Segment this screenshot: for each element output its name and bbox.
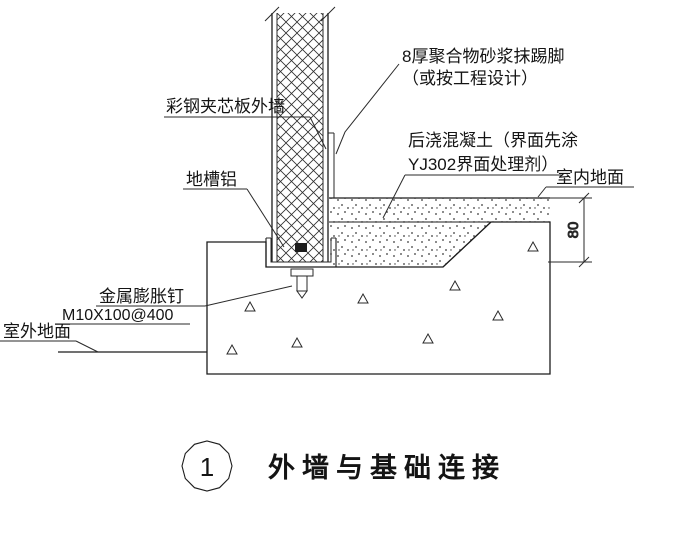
annotation-labels: 8厚聚合物砂浆抹踢脚 （或按工程设计） 彩钢夹芯板外墙 后浇混凝土（界面先涂 Y… xyxy=(3,47,624,341)
dimension-80: 80 xyxy=(548,192,592,268)
dim-tick-top xyxy=(578,192,590,204)
label-postcast-line2: YJ302界面处理剂） xyxy=(408,155,558,174)
leader-channel xyxy=(246,188,285,248)
skirting-layer xyxy=(328,132,335,198)
dim-tick-bottom xyxy=(578,256,590,268)
dim-value-label: 80 xyxy=(565,222,582,239)
aggregate-symbols xyxy=(226,240,539,355)
detail-title: 外墙与基础连接 xyxy=(268,452,506,483)
label-indoor-floor: 室内地面 xyxy=(556,168,624,187)
wall-break-tick-right xyxy=(320,6,336,22)
bolt-washer xyxy=(290,268,314,277)
label-anchor-line2: M10X100@400 xyxy=(62,307,174,324)
bolt-shaft xyxy=(296,275,308,292)
wall-break-tick-left xyxy=(264,6,280,22)
detail-title-block: 1 外墙与基础连接 xyxy=(181,440,506,492)
label-outdoor-floor: 室外地面 xyxy=(3,322,71,341)
detail-number: 1 xyxy=(200,452,214,482)
indoor-floor-slab xyxy=(329,197,550,223)
detail-bubble xyxy=(181,440,233,492)
leader-wall xyxy=(309,116,327,150)
post-cast-fill xyxy=(329,222,491,267)
label-floor-channel: 地槽铝 xyxy=(186,170,237,189)
leader-skirting xyxy=(335,63,400,155)
expansion-anchor-bolt xyxy=(290,268,314,299)
post-cast-joint-line xyxy=(442,221,492,268)
channel-clip-block xyxy=(295,243,307,252)
bolt-tip xyxy=(296,290,308,299)
label-postcast-line1: 后浇混凝土（界面先涂 xyxy=(408,131,578,150)
post-cast-concrete xyxy=(329,221,492,268)
label-wall-panel: 彩钢夹芯板外墙 xyxy=(166,97,285,116)
leader-postcast xyxy=(382,174,406,219)
label-anchor-line1: 金属膨胀钉 xyxy=(99,287,184,306)
channel-outer-profile xyxy=(265,238,337,268)
label-skirting-line1: 8厚聚合物砂浆抹踢脚 xyxy=(402,47,564,66)
leader-outdoor-floor xyxy=(75,340,99,353)
channel-inner-profile xyxy=(270,238,332,263)
floor-channel xyxy=(265,237,337,268)
wall-panel xyxy=(264,6,336,262)
leader-lines xyxy=(0,63,634,353)
wall-crosshatch-fill xyxy=(277,13,323,262)
floor-slab-fill xyxy=(329,198,550,222)
leader-indoor-floor xyxy=(537,186,547,198)
leader-anchor xyxy=(204,285,293,307)
label-skirting-line2: （或按工程设计） xyxy=(402,69,538,88)
